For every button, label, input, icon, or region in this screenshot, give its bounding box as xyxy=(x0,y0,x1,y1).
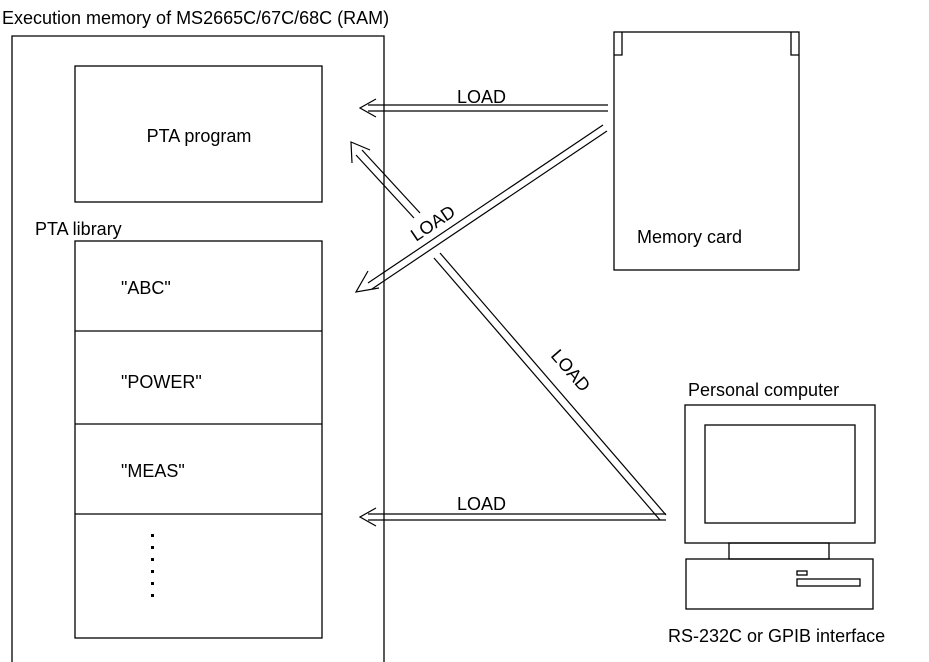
pta-program-label: PTA program xyxy=(147,126,252,146)
memory-card-label: Memory card xyxy=(637,227,742,247)
library-entry: "POWER" xyxy=(121,372,202,392)
load-arrow-pc-to-program xyxy=(351,142,666,520)
personal-computer-icon xyxy=(685,405,875,609)
pta-library-box xyxy=(75,241,322,638)
library-entry: "ABC" xyxy=(121,278,171,298)
interface-label: RS-232C or GPIB interface xyxy=(668,626,885,646)
pta-library-label: PTA library xyxy=(35,219,122,239)
ram-title: Execution memory of MS2665C/67C/68C (RAM… xyxy=(2,8,389,28)
load-label: LOAD xyxy=(457,87,506,107)
load-label: LOAD xyxy=(547,346,594,396)
load-label: LOAD xyxy=(457,494,506,514)
pc-label: Personal computer xyxy=(688,380,839,400)
library-entry: "MEAS" xyxy=(121,461,185,481)
load-arrow-pc-to-library xyxy=(360,508,666,526)
ellipsis-dots xyxy=(151,534,154,597)
load-arrow-card-to-library xyxy=(356,125,607,292)
